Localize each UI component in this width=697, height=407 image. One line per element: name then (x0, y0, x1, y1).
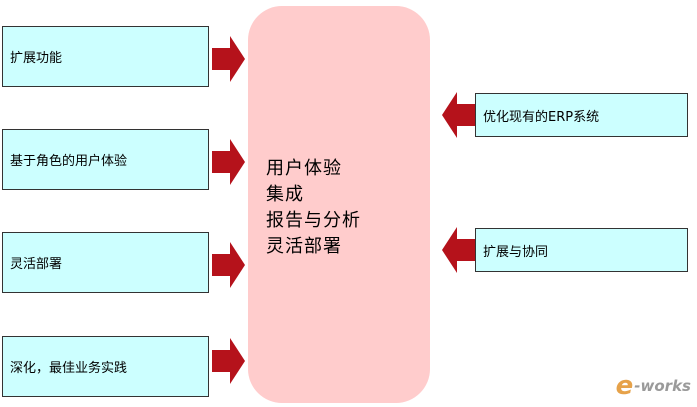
center-item: 用户体验 (266, 158, 342, 179)
left-arrow-icon (442, 227, 475, 273)
right-box-label: 扩展与协同 (483, 244, 549, 260)
right-arrow-icon (212, 36, 245, 82)
right-box-optimize-erp: 优化现有的ERP系统 (475, 93, 688, 137)
right-box-extend-collaborate: 扩展与协同 (475, 228, 688, 272)
eworks-logo: e -works (616, 373, 691, 399)
right-box-label: 优化现有的ERP系统 (483, 109, 600, 125)
logo-mark: e (615, 371, 634, 401)
left-box-best-practices: 深化，最佳业务实践 (2, 336, 209, 397)
left-box-extend-functions: 扩展功能 (2, 26, 209, 87)
right-arrow-icon (212, 338, 245, 384)
left-box-role-based-experience: 基于角色的用户体验 (2, 129, 209, 190)
left-box-label: 扩展功能 (10, 51, 63, 66)
center-item: 灵活部署 (266, 236, 342, 257)
right-arrow-icon (212, 242, 245, 288)
logo-text: -works (634, 377, 691, 395)
left-box-label: 灵活部署 (10, 257, 63, 272)
center-item: 集成 (266, 184, 304, 205)
center-block: 用户体验 集成 报告与分析 灵活部署 (248, 6, 430, 403)
left-arrow-icon (442, 92, 475, 138)
left-box-label: 深化，最佳业务实践 (10, 361, 128, 376)
left-box-label: 基于角色的用户体验 (10, 154, 128, 169)
left-box-flexible-deployment: 灵活部署 (2, 232, 209, 293)
center-item-list: 用户体验 集成 报告与分析 灵活部署 (266, 156, 361, 260)
center-item: 报告与分析 (266, 210, 361, 231)
right-arrow-icon (212, 139, 245, 185)
